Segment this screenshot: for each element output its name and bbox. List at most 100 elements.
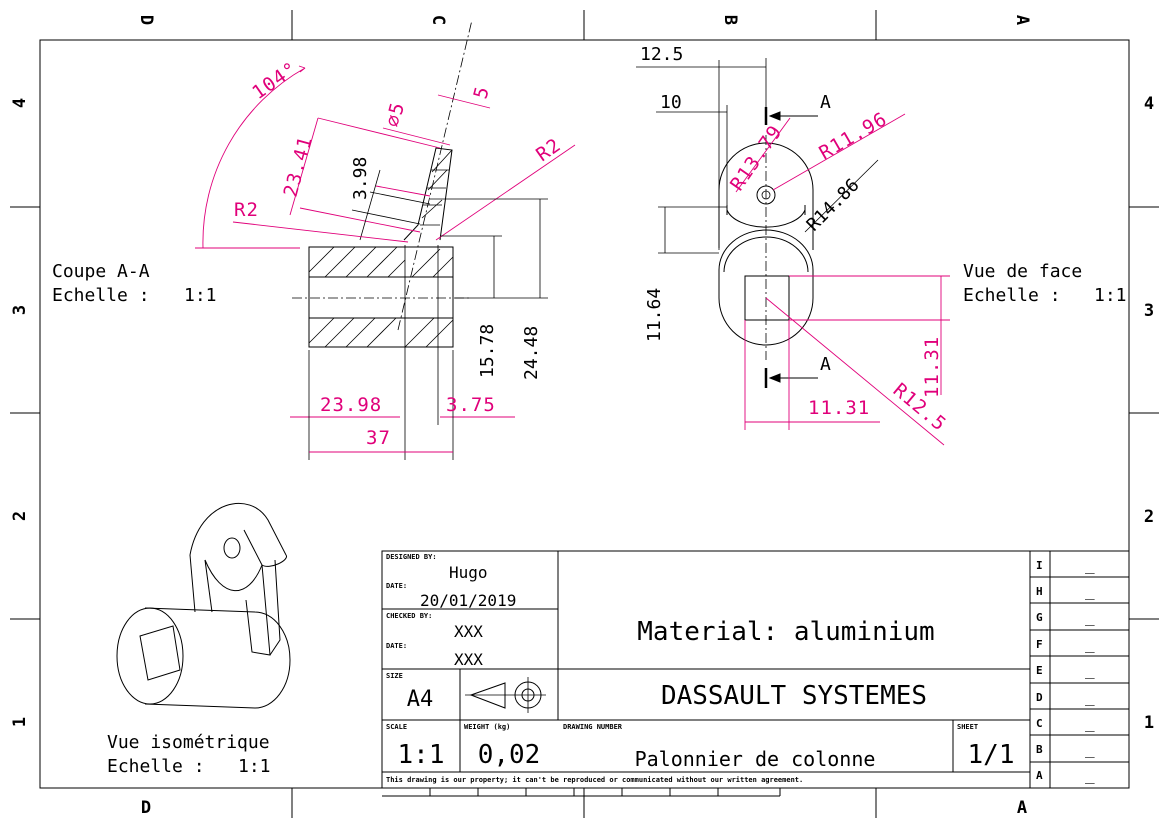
scale-label: SCALE (386, 723, 407, 731)
front-view-title: Vue de face (963, 261, 1082, 282)
dim-r13-79: R13.79 (726, 121, 787, 195)
size-label: SIZE (386, 672, 403, 680)
scale-value: 1:1 (398, 740, 445, 770)
zone-left-2: 2 (10, 511, 30, 521)
revision-letter: F (1036, 638, 1043, 651)
dim-3-75: 3.75 (446, 394, 496, 416)
zone-top-a: A (1012, 15, 1032, 25)
designed-by-value: Hugo (449, 563, 488, 582)
dim-23-98: 23.98 (320, 394, 382, 416)
zone-right-1: 1 (1144, 713, 1154, 733)
dim-37: 37 (366, 427, 391, 449)
company-name: DASSAULT SYSTEMES (661, 681, 927, 711)
revision-letter: E (1036, 664, 1043, 677)
revision-letter: I (1036, 559, 1043, 572)
dim-angle-104: 104° (248, 58, 301, 105)
section-mark-bottom: A (820, 354, 831, 375)
drawing-number-value: Palonnier de colonne (635, 747, 876, 771)
isometric-view-scale: 1:1 (238, 756, 271, 777)
sheet-frame (10, 10, 1159, 818)
revision-value: _ (1085, 687, 1095, 706)
dim-dia-5: ⌀5 (382, 100, 410, 130)
revision-value: _ (1085, 634, 1095, 653)
zone-labels-left: 4 3 2 1 (10, 98, 30, 727)
zone-right-3: 3 (1144, 301, 1154, 321)
dim-10: 10 (660, 92, 682, 113)
size-value: A4 (407, 687, 434, 712)
revision-value: _ (1085, 581, 1095, 600)
zone-right-2: 2 (1144, 507, 1154, 527)
designed-by-label: DESIGNED BY: (386, 553, 437, 561)
checked-by-label: CHECKED BY: (386, 612, 432, 620)
revision-value: _ (1085, 739, 1095, 758)
dim-r2-left: R2 (234, 199, 259, 221)
zone-bottom-a: A (1017, 798, 1027, 818)
weight-label: WEIGHT (kg) (464, 723, 510, 731)
isometric-view-label: Vue isométrique Echelle : 1:1 (107, 732, 271, 777)
projection-symbol-icon (465, 677, 546, 713)
dim-3-98: 3.98 (350, 157, 371, 200)
weight-value: 0,02 (478, 740, 541, 770)
revision-letter: H (1036, 585, 1043, 598)
material-text: Material: aluminium (637, 617, 934, 647)
sheet-label: SHEET (957, 723, 978, 731)
front-view-label: Vue de face Echelle : 1:1 (963, 261, 1127, 306)
zone-top-c: C (428, 15, 448, 25)
revision-letter: A (1036, 769, 1043, 782)
section-view-title: Coupe A-A (52, 261, 150, 282)
zone-bottom-d: D (141, 798, 151, 818)
revision-letter: D (1036, 691, 1043, 704)
zone-left-4: 4 (10, 98, 30, 108)
dim-5: 5 (470, 84, 494, 102)
zone-top-d: D (136, 15, 156, 25)
front-view-scale: 1:1 (1094, 285, 1127, 306)
title-block: DESIGNED BY: Hugo DATE: 20/01/2019 CHECK… (381, 550, 1130, 797)
zone-labels-right: 4 3 2 1 (1144, 94, 1154, 733)
front-dimensions: 12.5 10 A A R13.79 R11.96 R14.86 11.64 1… (636, 44, 951, 446)
dim-11-31-horizontal: 11.31 (808, 397, 870, 419)
section-view-scale: 1:1 (184, 285, 217, 306)
revision-value: _ (1085, 765, 1095, 784)
dim-r14-86: R14.86 (803, 175, 864, 236)
zone-labels-bottom: D A (141, 798, 1027, 818)
revision-value: _ (1085, 660, 1095, 679)
zone-labels-top: D C B A (136, 15, 1032, 25)
section-mark-top: A (820, 92, 831, 113)
revision-table: I _ H _ G _ F _ E _ D _ C _ B _ A _ (1036, 555, 1095, 784)
date-label: DATE: (386, 582, 407, 590)
dim-r2-right: R2 (532, 134, 565, 166)
zone-left-3: 3 (10, 305, 30, 315)
front-view-scale-label: Echelle : (963, 285, 1061, 306)
isometric-view-title: Vue isométrique (107, 732, 270, 753)
section-view (292, 19, 473, 460)
section-view-scale-label: Echelle : (52, 285, 150, 306)
sheet-value: 1/1 (968, 740, 1015, 770)
revision-value: _ (1085, 607, 1095, 626)
copyright-notice: This drawing is our property; it can't b… (386, 776, 803, 784)
section-hatching (308, 246, 454, 348)
dim-15-78: 15.78 (477, 324, 498, 378)
zone-right-4: 4 (1144, 94, 1154, 114)
checked-by-value: XXX (454, 622, 483, 641)
date-value: 20/01/2019 (420, 591, 516, 610)
revision-value: _ (1085, 555, 1095, 574)
isometric-view-scale-label: Echelle : (107, 756, 205, 777)
checked-date-label: DATE: (386, 642, 407, 650)
checked-date-value: XXX (454, 650, 483, 669)
revision-value: _ (1085, 713, 1095, 732)
dim-11-64: 11.64 (644, 288, 665, 342)
dim-24-48: 24.48 (521, 326, 542, 380)
section-view-label: Coupe A-A Echelle : 1:1 (52, 261, 217, 306)
isometric-view (116, 503, 291, 709)
zone-top-b: B (720, 15, 740, 25)
revision-letter: G (1036, 611, 1043, 624)
dim-23-41: 23.41 (280, 134, 317, 200)
revision-letter: B (1036, 743, 1043, 756)
dim-11-31-vertical: 11.31 (921, 336, 943, 398)
dim-12-5: 12.5 (640, 44, 683, 65)
revision-letter: C (1036, 717, 1043, 730)
zone-left-1: 1 (10, 717, 30, 727)
dim-r11-96: R11.96 (816, 108, 892, 164)
drawing-number-label: DRAWING NUMBER (563, 723, 623, 731)
